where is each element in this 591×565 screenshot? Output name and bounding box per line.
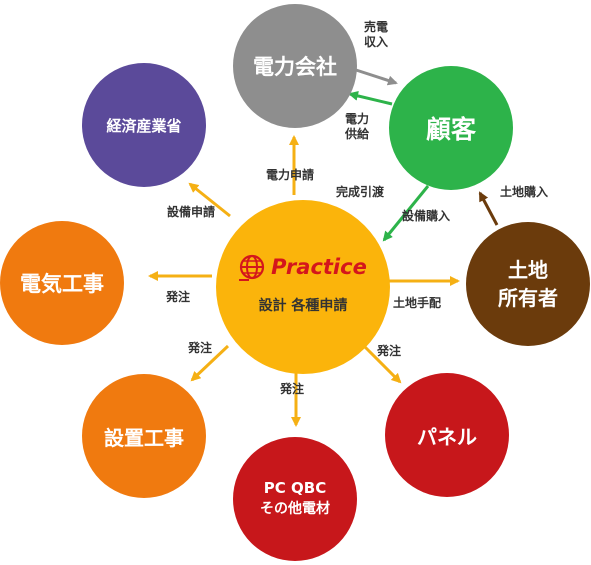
installation-label: 設置工事 xyxy=(104,425,184,450)
order-lower-left-label: 発注 xyxy=(188,341,213,355)
equipment-purchase-label: 設備購入 xyxy=(402,209,451,223)
supply-label: 電力 供給 xyxy=(345,112,369,142)
land-purchase-label: 土地購入 xyxy=(500,185,549,199)
landowner-node: 土地 所有者 xyxy=(466,222,590,346)
supply-label-line2: 供給 xyxy=(345,127,370,141)
practice-logo: Practice xyxy=(239,254,367,280)
landowner-label-line1: 土地 xyxy=(508,258,548,282)
equipment-application-label: 設備申請 xyxy=(167,205,216,219)
supply-label-line1: 電力 xyxy=(345,112,370,126)
arrow-land-purchase xyxy=(478,191,499,226)
order-lower-right-label: 発注 xyxy=(377,344,402,358)
electric-work-node: 電気工事 xyxy=(0,221,124,345)
center-sub-label: 設計 各種申請 xyxy=(258,297,348,314)
installation-node: 設置工事 xyxy=(82,374,206,498)
electric-work-label: 電気工事 xyxy=(20,272,104,296)
panel-node: パネル xyxy=(385,373,509,497)
arrow-to-installation xyxy=(190,344,230,382)
arrow-supply-power xyxy=(348,90,393,106)
landowner-label-line2: 所有者 xyxy=(498,286,558,310)
pc-qbc-node: PC QBC その他電材 xyxy=(233,437,357,561)
arrow-to-panel xyxy=(362,344,402,384)
meti-node: 経済産業省 xyxy=(82,63,206,187)
practice-center-node: Practice 設計 各種申請 xyxy=(216,200,390,374)
arrow-sell-power xyxy=(355,68,398,86)
customer-label: 顧客 xyxy=(425,115,476,144)
power-company-node: 電力会社 xyxy=(233,4,357,128)
order-left-label: 発注 xyxy=(166,290,191,304)
logo-underline xyxy=(239,278,249,281)
arrow-to-meti xyxy=(188,182,231,218)
globe-logo-icon xyxy=(240,254,265,279)
land-arrangement-label: 土地手配 xyxy=(393,296,442,310)
power-company-label: 電力会社 xyxy=(253,55,337,79)
panel-label: パネル xyxy=(417,424,477,449)
sell-power-label-line1: 売電 xyxy=(364,20,389,34)
pc-qbc-label-line2: その他電材 xyxy=(260,501,330,517)
order-bottom-label: 発注 xyxy=(280,382,305,396)
practice-logo-text: Practice xyxy=(271,254,367,279)
completion-handover-label: 完成引渡 xyxy=(336,185,385,199)
power-application-label: 電力申請 xyxy=(266,168,315,182)
sell-power-label-line2: 収入 xyxy=(364,35,389,49)
meti-label: 経済産業省 xyxy=(106,116,182,135)
arrow-equipment-purchase xyxy=(382,185,430,242)
pc-qbc-label-line1: PC QBC xyxy=(263,479,327,497)
sell-power-label: 売電 収入 xyxy=(364,20,388,50)
customer-node: 顧客 xyxy=(389,66,513,190)
